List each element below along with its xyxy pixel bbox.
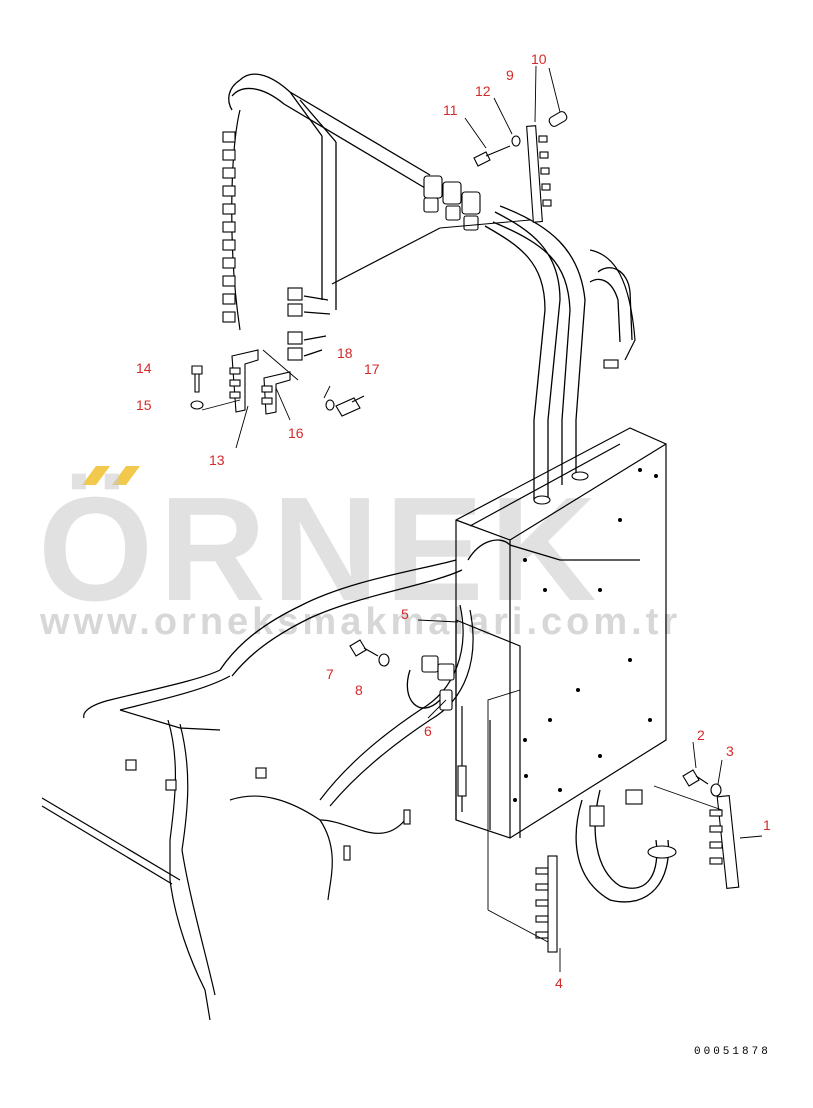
washer-3 bbox=[710, 783, 722, 797]
clip-16 bbox=[263, 371, 291, 415]
callout-12: 12 bbox=[475, 83, 491, 99]
spacer-10 bbox=[548, 111, 568, 127]
washer-18 bbox=[325, 399, 335, 411]
callout-2: 2 bbox=[697, 727, 705, 743]
clip-plate-4 bbox=[547, 855, 558, 953]
callout-10: 10 bbox=[531, 51, 547, 67]
callout-5: 5 bbox=[401, 606, 409, 622]
bolt-2 bbox=[682, 769, 709, 787]
bolt-7 bbox=[349, 639, 379, 657]
drawing-number: 00051878 bbox=[694, 1046, 771, 1058]
callout-6: 6 bbox=[424, 723, 432, 739]
callout-18: 18 bbox=[337, 345, 353, 361]
callout-9: 9 bbox=[506, 67, 514, 83]
clip-plate-9 bbox=[526, 125, 543, 223]
callouts: 1 2 3 4 5 6 7 8 9 10 11 12 13 14 15 16 1… bbox=[136, 51, 771, 991]
callout-11: 11 bbox=[443, 102, 458, 118]
bolt-washer-7-8 bbox=[349, 639, 390, 667]
callout-13: 13 bbox=[209, 452, 225, 468]
callout-3: 3 bbox=[726, 743, 734, 759]
bracket-assembly-left bbox=[190, 349, 365, 417]
lower-harness bbox=[41, 539, 677, 1021]
upper-harness bbox=[222, 73, 636, 500]
clip-plate-assembly-4 bbox=[487, 689, 558, 953]
bolt-17 bbox=[335, 395, 365, 417]
callout-16: 16 bbox=[288, 425, 304, 441]
washer-15 bbox=[190, 400, 204, 410]
watermark-accent-mark-1 bbox=[82, 466, 110, 485]
watermark: ÖRNEK www.orneksmakmalari.com.tr bbox=[38, 466, 681, 643]
clip-plate-assembly-1 bbox=[682, 769, 740, 889]
bolt-14 bbox=[191, 365, 203, 393]
callout-14: 14 bbox=[136, 360, 152, 376]
washer-12 bbox=[511, 135, 521, 147]
callout-15: 15 bbox=[136, 397, 152, 413]
callout-17: 17 bbox=[364, 361, 380, 377]
callout-8: 8 bbox=[355, 682, 363, 698]
controller-box bbox=[455, 427, 667, 839]
bracket-assembly-top bbox=[473, 111, 568, 223]
callout-7: 7 bbox=[326, 666, 334, 682]
callout-1: 1 bbox=[763, 817, 771, 833]
callout-4: 4 bbox=[555, 975, 563, 991]
bolt-11 bbox=[473, 145, 511, 167]
watermark-url: www.orneksmakmalari.com.tr bbox=[39, 601, 681, 643]
watermark-accent-mark-2 bbox=[112, 466, 140, 485]
washer-8 bbox=[378, 653, 390, 667]
leader-lines bbox=[201, 65, 763, 972]
